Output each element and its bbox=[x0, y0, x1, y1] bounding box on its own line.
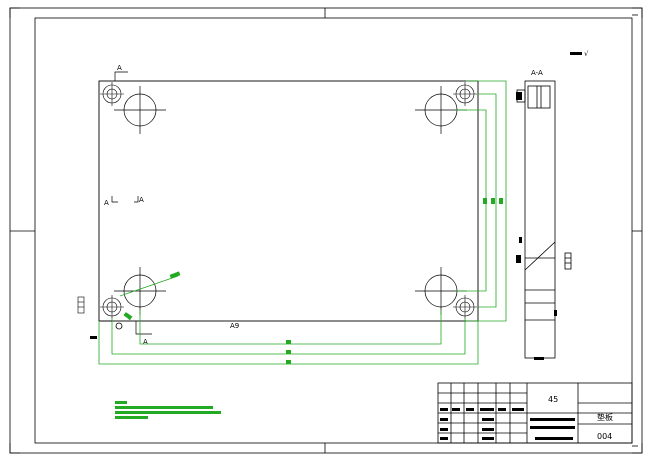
roughness-symbol: √ bbox=[584, 50, 589, 58]
plate-dimension: A9 bbox=[230, 322, 239, 330]
title-block-fills bbox=[440, 408, 575, 440]
side-section-view bbox=[516, 80, 572, 359]
title-block bbox=[437, 382, 633, 444]
section-marks bbox=[111, 71, 152, 335]
small-hole-top-left bbox=[100, 82, 124, 106]
large-hole-top-left bbox=[114, 86, 166, 134]
roughness-note: √ bbox=[570, 50, 589, 58]
dimension-text-marks bbox=[123, 198, 503, 364]
plate-front-view bbox=[98, 80, 479, 322]
plate-outline bbox=[98, 80, 479, 322]
title-block-drawing-number: 004 bbox=[597, 432, 612, 441]
section-label-top: A bbox=[117, 64, 122, 72]
section-view-title: A-A bbox=[531, 69, 543, 77]
inner-frame bbox=[34, 17, 633, 444]
technical-notes bbox=[115, 401, 221, 419]
sheet-border bbox=[9, 7, 643, 454]
left-annotations bbox=[77, 296, 123, 339]
side-view-outline bbox=[524, 80, 556, 359]
title-block-part-name: 垫板 bbox=[597, 412, 613, 422]
section-label-left: A bbox=[104, 199, 109, 207]
large-hole-bottom-left bbox=[114, 267, 166, 315]
title-block-material: 45 bbox=[548, 395, 558, 404]
section-label-bottom: A bbox=[143, 338, 148, 346]
centering-marks bbox=[9, 7, 643, 454]
section-label-right: A bbox=[139, 196, 144, 204]
dimension-lines bbox=[98, 80, 507, 365]
small-hole-top-right bbox=[453, 82, 477, 106]
side-view-marks bbox=[516, 92, 557, 360]
small-hole-bottom-left bbox=[100, 295, 124, 319]
small-hole-bottom-right bbox=[453, 295, 477, 319]
